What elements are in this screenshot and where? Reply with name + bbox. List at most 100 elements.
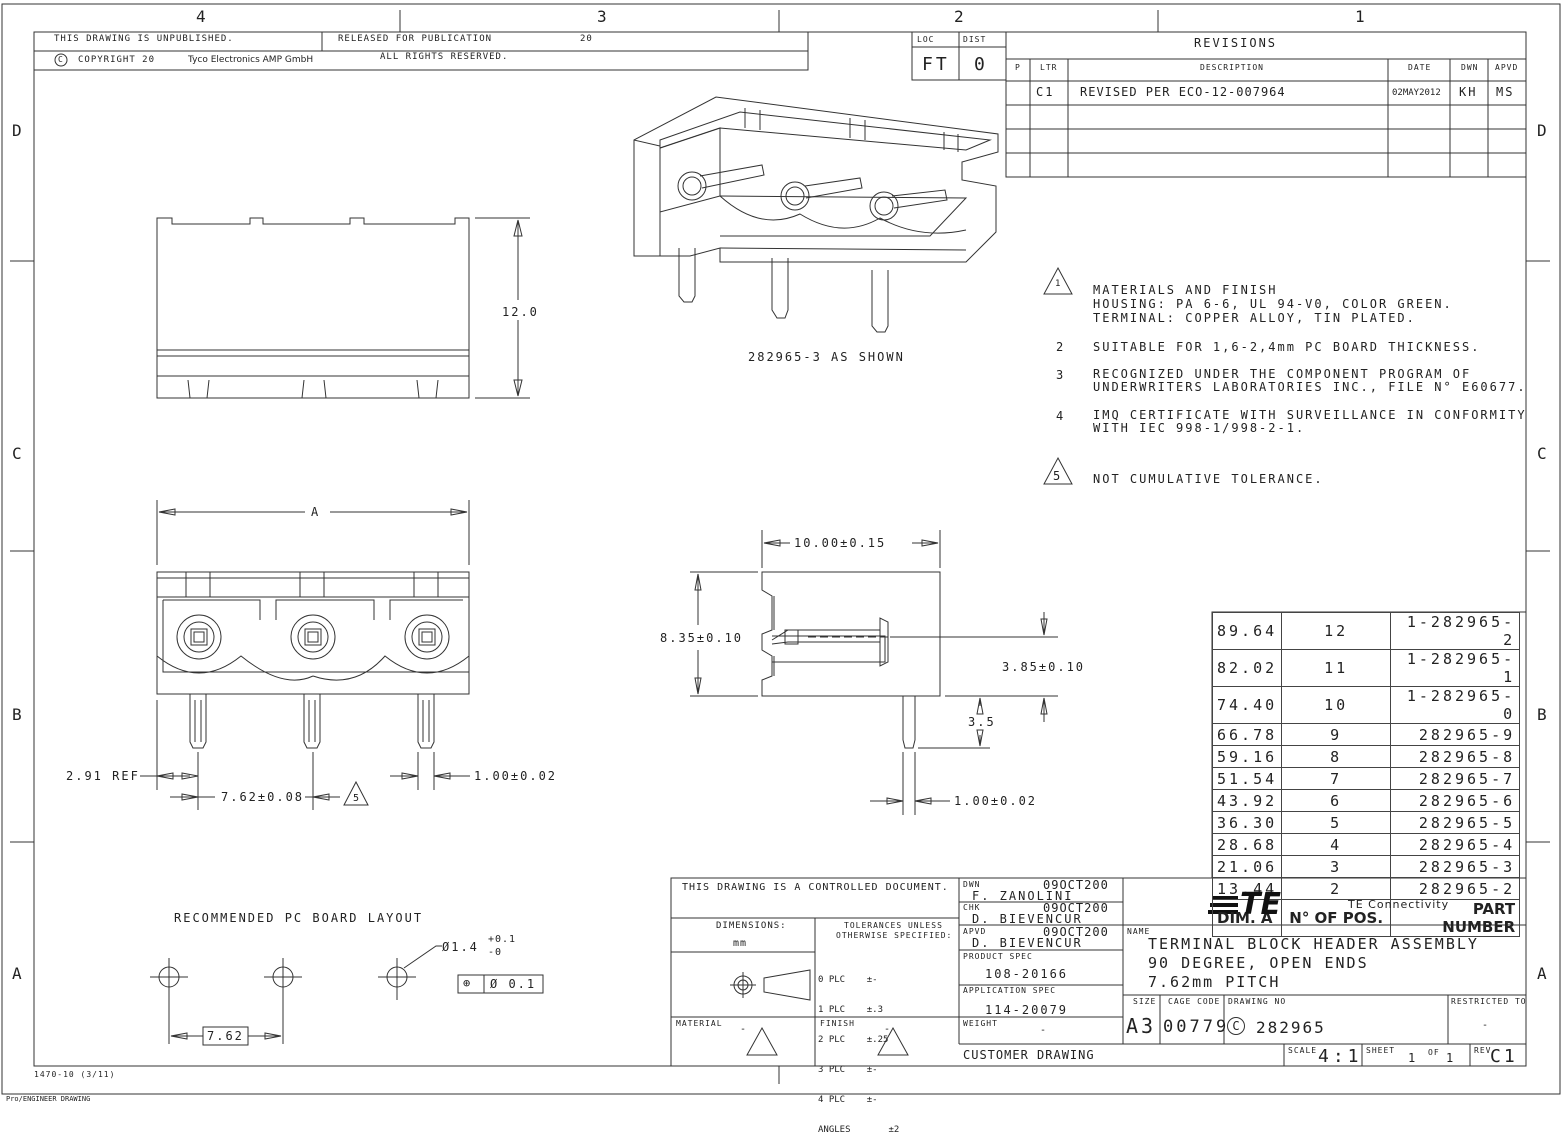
pcb-layout-view — [150, 945, 544, 1046]
rev-ltr: C1 — [1036, 85, 1055, 99]
zone-row-b-left: B — [12, 705, 25, 724]
outer-border — [1, 3, 1561, 1095]
cage-label: CAGE CODE — [1168, 997, 1221, 1006]
isometric-view — [633, 96, 999, 333]
zone-row-b-right: B — [1537, 705, 1550, 724]
positions-cell: 8 — [1281, 745, 1392, 768]
of-value: 1 — [1446, 1051, 1456, 1065]
positions-cell: N° OF POS. — [1281, 899, 1392, 937]
part-number-cell: 282965-2 — [1390, 877, 1521, 900]
restricted-value: - — [1482, 1020, 1490, 1031]
cage-value: 00779 — [1163, 1017, 1230, 1037]
weight-label: WEIGHT — [963, 1019, 998, 1028]
material-label: MATERIAL — [676, 1019, 723, 1028]
pcb-pitch: 7.62 — [207, 1029, 244, 1043]
te-logo-text: TE — [1240, 887, 1281, 922]
software-label: Pro/ENGINEER DRAWING — [6, 1095, 91, 1103]
note-1-line-3: TERMINAL: COPPER ALLOY, TIN PLATED. — [1093, 311, 1416, 325]
title-block — [670, 877, 1527, 1067]
loc-value: FT — [922, 54, 950, 75]
dwg-no: 282965 — [1256, 1018, 1326, 1037]
chk-name: D. BIEVENCUR — [972, 912, 1083, 926]
positions-cell: 2 — [1281, 877, 1392, 900]
application-spec-label: APPLICATION SPEC — [963, 986, 1057, 995]
rev-dwn: KH — [1459, 85, 1478, 99]
zone-row-d-right: D — [1537, 121, 1550, 140]
pcb-position-tol: Ø 0.1 — [490, 977, 537, 991]
front-view — [140, 500, 470, 810]
of-label: OF — [1428, 1048, 1440, 1057]
positions-cell: 3 — [1281, 855, 1392, 878]
dim-a-cell: 28.68 — [1211, 833, 1283, 856]
tol-1-plc: 1 PLC ±.3 — [818, 1005, 884, 1015]
apvd-name: D. BIEVENCUR — [972, 936, 1083, 950]
dim-a-cell: 66.78 — [1211, 723, 1283, 746]
tolerances-list: 0 PLC ±- 1 PLC ±.3 2 PLC ±.25 3 PLC ±- 4… — [818, 955, 899, 1145]
scale-label: SCALE — [1288, 1046, 1318, 1055]
part-number-cell: 282965-4 — [1390, 833, 1521, 856]
revisions-title: REVISIONS — [1194, 36, 1278, 50]
dwg-prefix-icon: C — [1227, 1017, 1245, 1035]
apvd-date: 09OCT200 — [1043, 925, 1109, 939]
dim-a-cell: 43.92 — [1211, 789, 1283, 812]
dim-ref: 2.91 REF — [66, 769, 140, 783]
rev-col-dwn: DWN — [1461, 63, 1479, 72]
rev-col-desc: DESCRIPTION — [1200, 63, 1264, 72]
zone-row-c-left: C — [12, 444, 25, 463]
note-2-number: 2 — [1056, 340, 1066, 354]
rights-text: ALL RIGHTS RESERVED. — [380, 52, 509, 62]
chk-label: CHK — [963, 903, 981, 912]
positions-cell: 12 — [1281, 612, 1392, 650]
finish-label: FINISH — [820, 1019, 855, 1028]
part-number-cell: PART NUMBER — [1390, 899, 1521, 937]
dim-a-cell: DIM. A — [1211, 899, 1283, 937]
apvd-label: APVD — [963, 927, 987, 936]
dimensions-label: DIMENSIONS: — [716, 921, 787, 931]
released-year: 20 — [580, 34, 593, 44]
title-line-3: 7.62mm PITCH — [1148, 973, 1281, 991]
dim-a-cell: 89.64 — [1211, 612, 1283, 650]
material-value: - — [740, 1024, 748, 1035]
released-text: RELEASED FOR PUBLICATION — [338, 34, 493, 44]
dimensions-unit: mm — [733, 938, 748, 949]
part-number-cell: 282965-7 — [1390, 767, 1521, 790]
tol-angles: ANGLES ±2 — [818, 1125, 900, 1135]
material-flag-icon — [746, 1026, 778, 1056]
part-number-cell: 282965-6 — [1390, 789, 1521, 812]
rev-col-ltr: LTR — [1040, 63, 1058, 72]
controlled-doc: THIS DRAWING IS A CONTROLLED DOCUMENT. — [682, 882, 949, 893]
note-1-flag-icon — [1043, 266, 1073, 295]
dim-pin-width: 1.00±0.02 — [474, 769, 558, 783]
customer-drawing: CUSTOMER DRAWING — [963, 1048, 1095, 1062]
zone-row-a-left: A — [12, 964, 25, 983]
rev-value: C1 — [1490, 1046, 1518, 1067]
finish-flag-icon — [877, 1026, 909, 1056]
dist-label: DIST — [963, 35, 987, 44]
note-1-line-1: MATERIALS AND FINISH — [1093, 283, 1278, 297]
zone-col-2: 2 — [954, 7, 967, 26]
part-number-cell: 282965-8 — [1390, 745, 1521, 768]
drawing-sheet — [1, 3, 1561, 1095]
size-value: A3 — [1126, 1014, 1157, 1038]
form-number: 1470-10 (3/11) — [34, 1070, 116, 1079]
top-view — [156, 217, 530, 399]
dim-a-cell: 51.54 — [1211, 767, 1283, 790]
company-header: Tyco Electronics AMP GmbH — [188, 55, 314, 65]
zone-row-d-left: D — [12, 121, 25, 140]
note-3: RECOGNIZED UNDER THE COMPONENT PROGRAM O… — [1093, 368, 1527, 394]
finish-value: - — [884, 1024, 892, 1035]
dim-a: A — [311, 505, 321, 519]
application-spec: 114-20079 — [985, 1003, 1069, 1017]
company-name: TE Connectivity — [1348, 898, 1450, 911]
note-4-number: 4 — [1056, 409, 1066, 423]
pcb-hole-dia: Ø1.4 — [442, 940, 479, 954]
title-line-1: TERMINAL BLOCK HEADER ASSEMBLY — [1148, 935, 1479, 953]
rev-apvd: MS — [1496, 85, 1515, 99]
